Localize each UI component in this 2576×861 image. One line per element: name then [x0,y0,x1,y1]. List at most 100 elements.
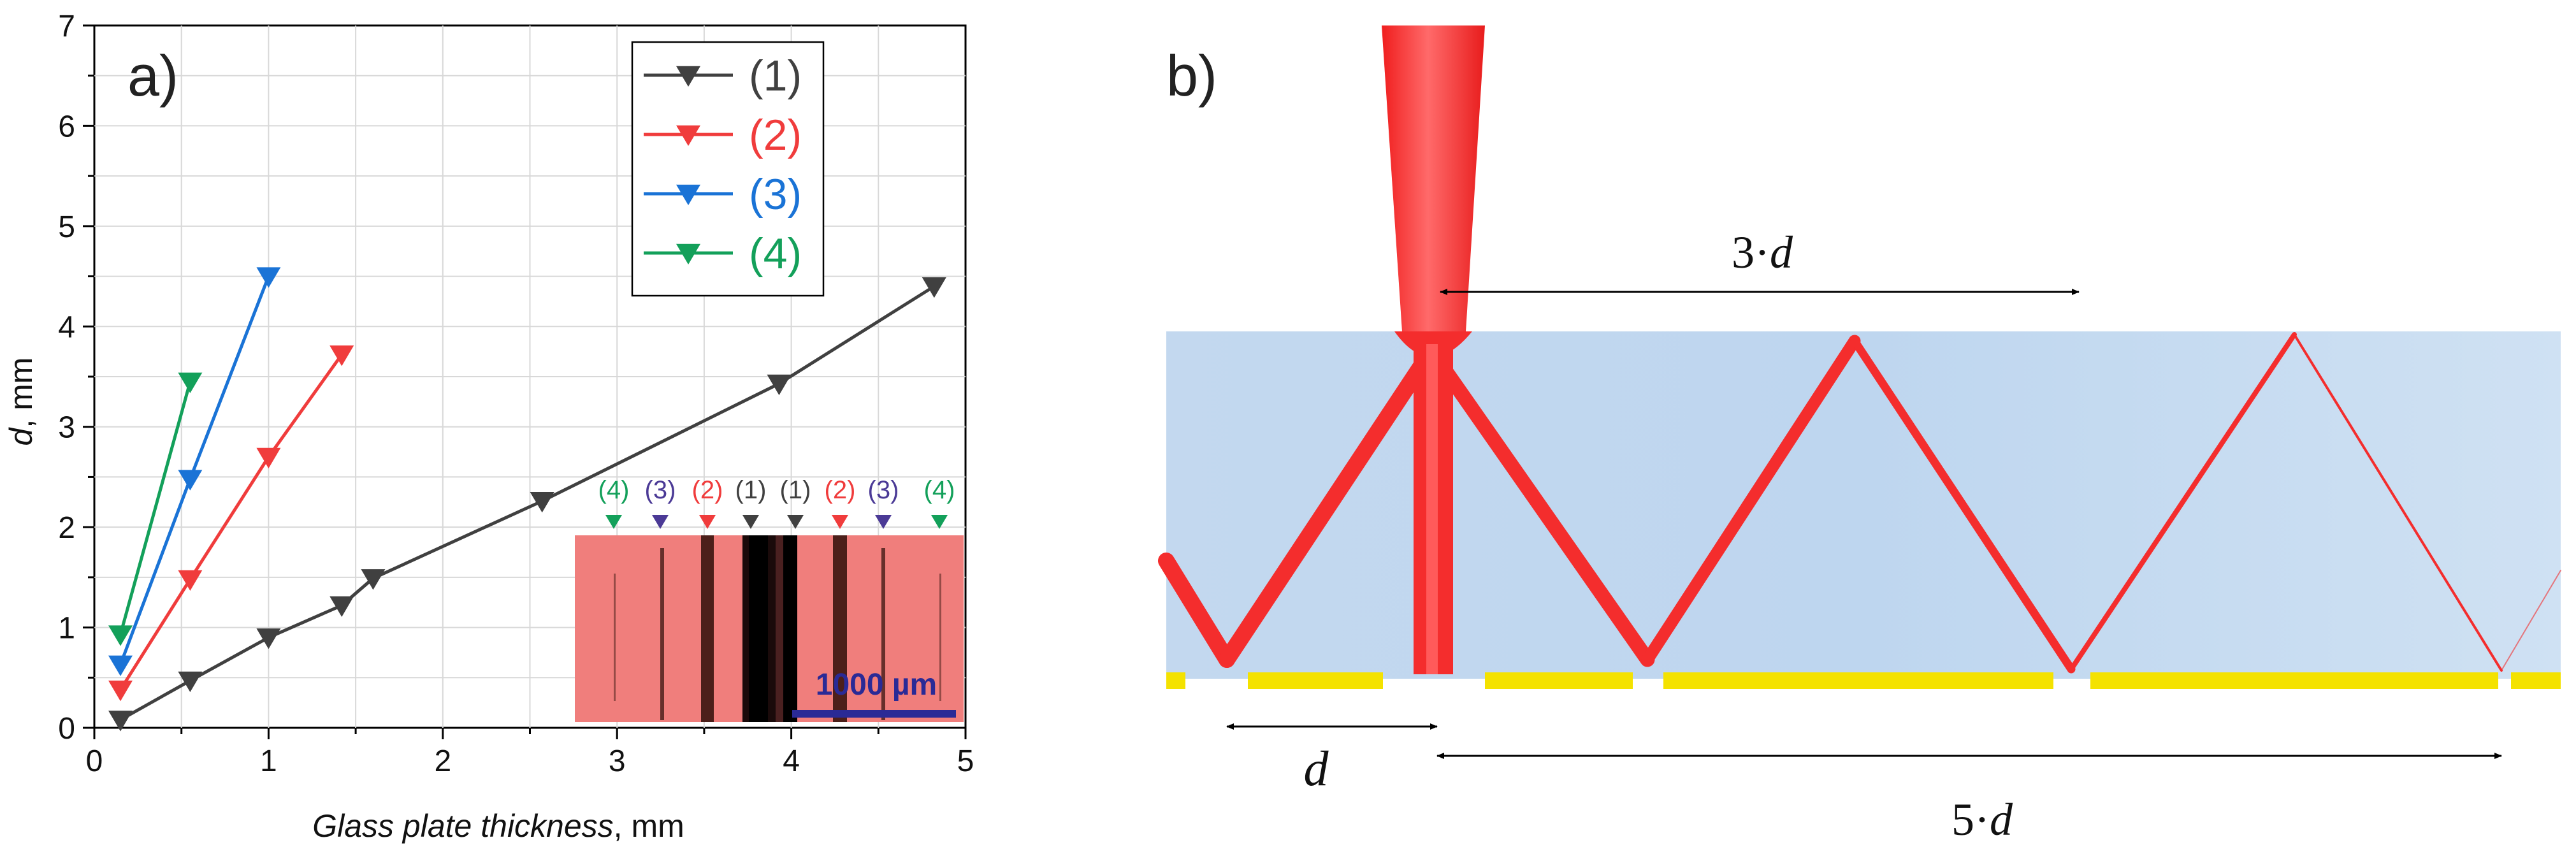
data-point [108,625,133,646]
y-tick-label: 5 [58,210,75,244]
x-tick-label: 2 [434,744,451,778]
scale-bar-label: 1000 µm [816,668,937,702]
x-axis-title: Glass plate thickness, mm [312,808,684,844]
data-point [329,596,354,617]
y-tick-label: 3 [58,411,75,445]
track-1-right [783,535,797,722]
y-tick-label: 1 [58,612,75,646]
panel-b-label: b) [1166,45,1217,108]
series-2 [108,345,354,702]
glass-plate [1166,331,2561,679]
legend-marker [676,184,700,206]
legend-marker [676,243,700,265]
legend: (1) (2) (3) (4) [631,41,825,297]
spot [1166,672,1185,689]
track-1-core [749,535,768,722]
spot [2090,672,2498,689]
y-axis-title: d, mm [3,358,39,446]
inset-marker-label: (3) [645,476,676,504]
spot [1248,672,1383,689]
data-point [108,655,133,676]
data-point [767,374,792,396]
track-3-left [660,548,664,720]
inset-marker: (4) [598,476,630,529]
series-4 [108,372,203,646]
data-point [256,267,281,288]
inset-marker-label: (4) [598,476,630,504]
inset-image: 1000 µm (4) (3) (2) (1) (1) (2) (3) (4) [575,476,964,722]
inset-marker-arrow [605,515,622,529]
x-tick-label: 0 [86,744,103,778]
track-4-right [939,574,941,701]
legend-entry-2: (2) [644,111,802,159]
data-point [178,372,203,393]
panel-b-diagram: b) 3·d d [1158,25,2561,845]
inset-marker: (1) [735,476,767,529]
y-tick-label: 2 [58,511,75,545]
inset-marker-arrow [742,515,759,529]
inset-marker: (3) [645,476,676,529]
spot [1485,672,1633,689]
legend-entry-1: (1) [644,52,802,100]
inset-marker-arrow [875,515,892,529]
track-2-right [833,535,847,722]
inset-marker: (3) [868,476,899,529]
y-tick-label: 6 [58,110,75,143]
series-3 [108,267,281,676]
data-point [178,470,203,491]
beam-segment [2501,570,2561,671]
series-line [119,285,936,721]
legend-entry-3: (3) [644,170,802,219]
y-tick-label: 4 [58,310,75,344]
bottom-spots [1166,672,2561,689]
reflected-beam [1158,332,2561,674]
track-center-gap [776,535,783,722]
inset-marker: (2) [692,476,723,529]
beam-segment [1850,336,2076,674]
data-point [361,569,386,590]
inset-track-markers: (4) (3) (2) (1) (1) (2) (3) (4) [598,476,955,529]
inset-marker-arrow [787,515,804,529]
legend-entry-4: (4) [644,229,802,278]
x-tick-label: 3 [609,744,626,778]
inset-marker: (1) [780,476,811,529]
series-1 [108,277,946,732]
data-point [178,570,203,591]
inset-marker-arrow [832,515,848,529]
spot [2511,672,2561,689]
beam-segment [1219,342,1440,668]
inset-marker-label: (4) [924,476,955,504]
beam-segment [1158,553,1235,668]
panel-a-label: a) [127,45,178,108]
inset-marker-label: (1) [735,476,767,504]
inset-marker: (2) [825,476,856,529]
data-point [108,711,133,732]
y-tick-label: 0 [58,712,75,746]
data-point [530,491,554,513]
inset-marker-label: (1) [780,476,811,504]
x-tick-label: 4 [783,744,800,778]
legend-marker [676,125,700,147]
inset-marker-arrow [931,515,948,529]
series-line [119,381,192,635]
inset-marker-label: (2) [692,476,723,504]
beam-segment [1424,343,1655,667]
legend-label: (2) [749,111,802,159]
spot [1663,672,2053,689]
dimension-label-d: d [1304,741,1329,796]
x-tick-label: 1 [260,744,277,778]
dimension-label-5d: 5·d [1951,794,2013,845]
y-tick-label: 7 [58,10,75,43]
beam-segment [2069,332,2297,672]
beam-segment [2293,333,2503,672]
legend-label: (4) [749,229,802,278]
beam-segment [1641,335,1861,666]
legend-label: (1) [749,52,802,100]
inset-marker-label: (2) [825,476,856,504]
series-line [119,353,344,691]
legend-label: (3) [749,170,802,219]
inset-marker: (4) [924,476,955,529]
track-4-left [614,574,616,701]
